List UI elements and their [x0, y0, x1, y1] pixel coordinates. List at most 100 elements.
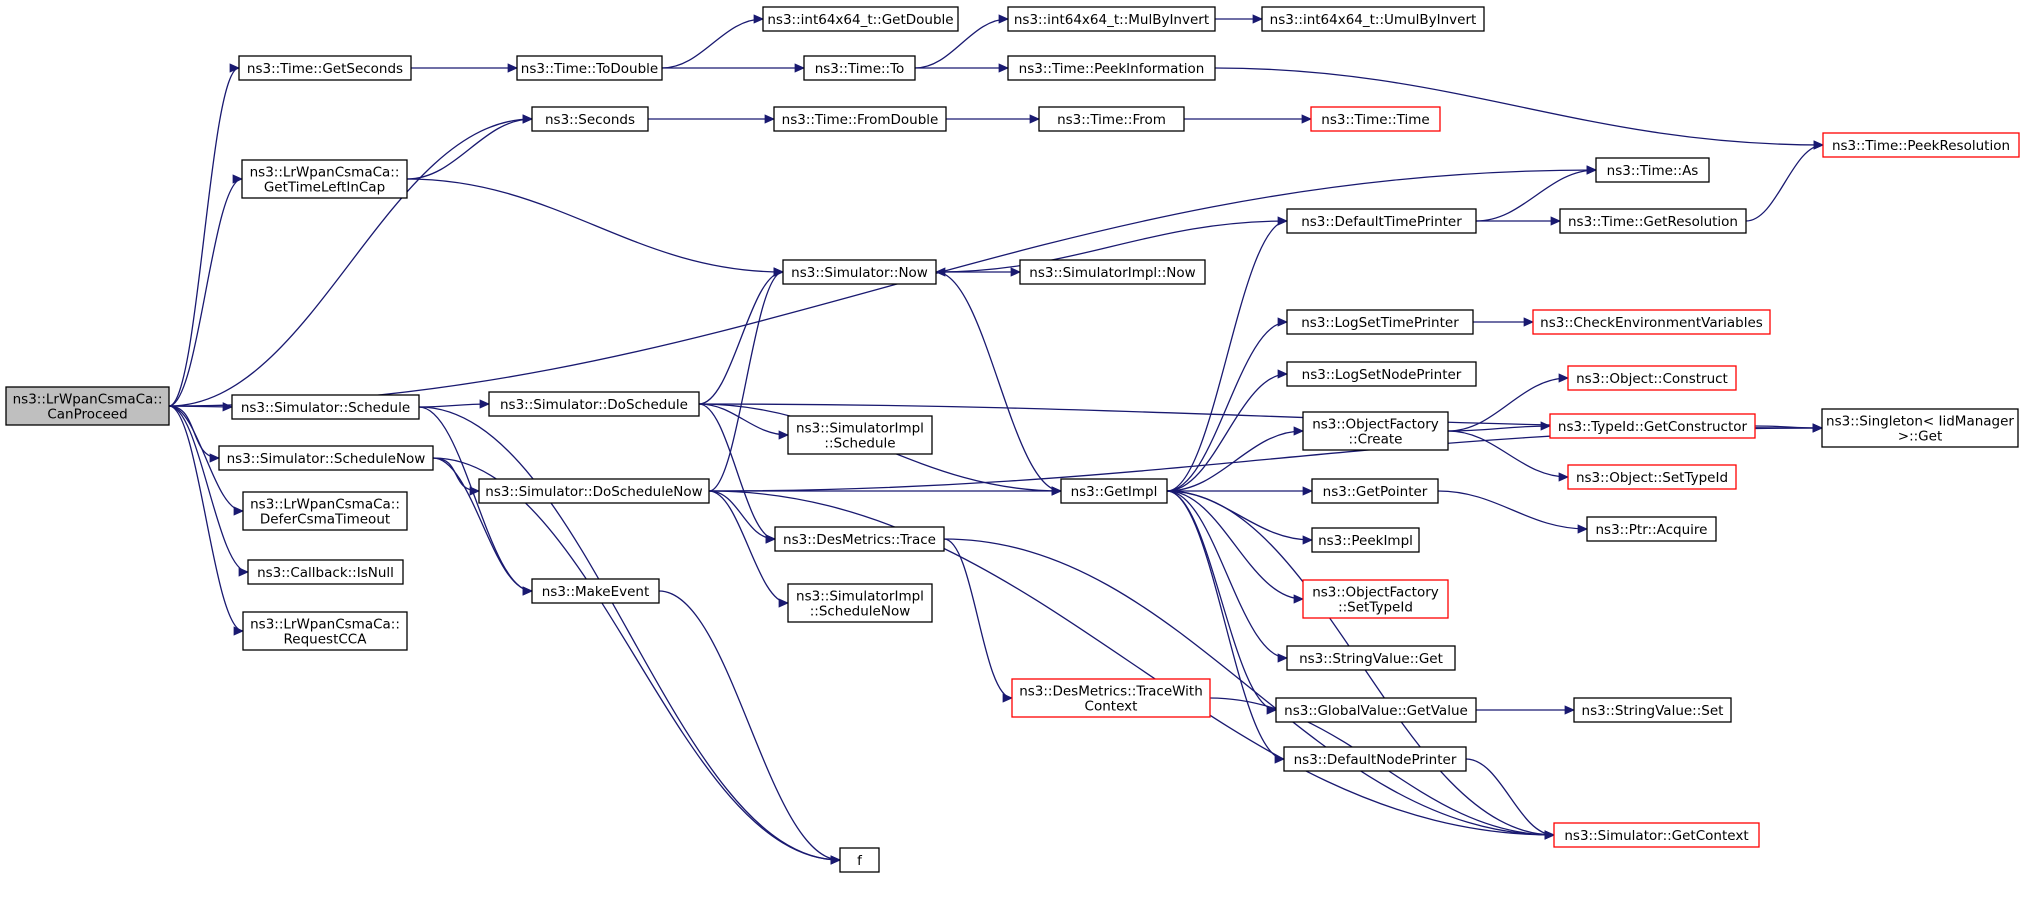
- graph-node-getdouble[interactable]: ns3::int64x64_t::GetDouble: [762, 6, 959, 32]
- graph-node-seconds[interactable]: ns3::Seconds: [531, 106, 649, 132]
- node-label: ns3::MakeEvent: [542, 584, 650, 600]
- call-edge-getconstructor-to-singletonget: [1754, 423, 1824, 433]
- node-label: ns3::Ptr::Acquire: [1596, 522, 1708, 538]
- graph-node-defaulttimeprinter[interactable]: ns3::DefaultTimePrinter: [1286, 208, 1477, 234]
- node-box: [531, 578, 660, 604]
- graph-node-fromdouble[interactable]: ns3::Time::FromDouble: [773, 106, 947, 132]
- graph-node-to[interactable]: ns3::Time::To: [803, 55, 916, 81]
- graph-node-from[interactable]: ns3::Time::From: [1038, 106, 1185, 132]
- call-edge-root-to-schedule: [168, 402, 234, 412]
- graph-node-objfactcreate[interactable]: ns3::ObjectFactory::Create: [1302, 411, 1449, 451]
- node-box: [1310, 106, 1441, 132]
- node-label: f: [857, 853, 863, 869]
- graph-node-todouble[interactable]: ns3::Time::ToDouble: [516, 55, 663, 81]
- graph-node-peekresolution[interactable]: ns3::Time::PeekResolution: [1822, 132, 2020, 158]
- node-box: [1553, 822, 1760, 848]
- graph-node-schedule[interactable]: ns3::Simulator::Schedule: [231, 394, 420, 420]
- graph-node-stringvalueset[interactable]: ns3::StringValue::Set: [1573, 697, 1732, 723]
- graph-node-defer[interactable]: ns3::LrWpanCsmaCa::DeferCsmaTimeout: [242, 491, 408, 531]
- node-box: [1038, 106, 1185, 132]
- node-label: ns3::StringValue::Get: [1299, 651, 1443, 667]
- edges-layer: [168, 14, 1825, 865]
- node-label: ns3::ObjectFactory: [1312, 585, 1439, 601]
- node-label: >::Get: [1898, 429, 1942, 445]
- graph-node-makeevent[interactable]: ns3::MakeEvent: [531, 578, 660, 604]
- node-box: [1567, 365, 1737, 391]
- graph-node-peekimpl[interactable]: ns3::PeekImpl: [1311, 527, 1420, 553]
- node-label: ns3::int64x64_t::MulByInvert: [1014, 12, 1209, 28]
- node-box: [1822, 132, 2020, 158]
- node-box: [1559, 208, 1747, 234]
- node-box: [1532, 309, 1771, 335]
- graph-node-schedulenow[interactable]: ns3::Simulator::ScheduleNow: [218, 445, 434, 471]
- graph-node-globalvaluegetvalue[interactable]: ns3::GlobalValue::GetValue: [1275, 697, 1477, 723]
- node-box: [241, 159, 408, 199]
- node-label: ns3::GetPointer: [1323, 484, 1428, 500]
- graph-node-doschedule[interactable]: ns3::Simulator::DoSchedule: [488, 391, 700, 417]
- graph-node-doschedulenow[interactable]: ns3::Simulator::DoScheduleNow: [478, 478, 710, 504]
- node-box: [488, 391, 700, 417]
- node-label: ns3::Object::Construct: [1576, 371, 1728, 387]
- node-label: ns3::DefaultNodePrinter: [1294, 752, 1457, 768]
- node-label: ns3::Simulator::DoScheduleNow: [485, 484, 702, 500]
- node-box: [803, 55, 916, 81]
- graph-node-implschedulenow[interactable]: ns3::SimulatorImpl::ScheduleNow: [787, 583, 933, 623]
- graph-node-getresolution[interactable]: ns3::Time::GetResolution: [1559, 208, 1747, 234]
- graph-node-objconstruct[interactable]: ns3::Object::Construct: [1567, 365, 1737, 391]
- node-box: [773, 106, 947, 132]
- node-label: ns3::DesMetrics::TraceWith: [1019, 684, 1203, 700]
- graph-node-objsettypeid[interactable]: ns3::Object::SetTypeId: [1567, 464, 1737, 490]
- node-label: ns3::Seconds: [545, 112, 635, 128]
- graph-node-timeas[interactable]: ns3::Time::As: [1595, 157, 1710, 183]
- graph-node-umulbyinvert[interactable]: ns3::int64x64_t::UmulByInvert: [1261, 6, 1485, 32]
- call-edge-objfactcreate-to-getconstructor: [1447, 421, 1552, 432]
- graph-node-peekinfo[interactable]: ns3::Time::PeekInformation: [1007, 55, 1216, 81]
- node-box: [1286, 361, 1477, 387]
- graph-node-getconstructor[interactable]: ns3::TypeId::GetConstructor: [1549, 413, 1756, 439]
- graph-node-gettimeleft[interactable]: ns3::LrWpanCsmaCa::GetTimeLeftInCap: [241, 159, 408, 199]
- node-box: [247, 559, 404, 585]
- graph-node-simnow[interactable]: ns3::Simulator::Now: [782, 259, 937, 285]
- call-edge-schedulenow-to-f: [432, 457, 842, 865]
- graph-node-root[interactable]: ns3::LrWpanCsmaCa::CanProceed: [5, 386, 170, 426]
- node-box: [1261, 6, 1485, 32]
- graph-node-mulbyinvert[interactable]: ns3::int64x64_t::MulByInvert: [1007, 6, 1216, 32]
- call-edge-root-to-getseconds: [168, 63, 241, 407]
- call-edge-root-to-timeas: [168, 165, 1598, 407]
- graph-node-getimpl[interactable]: ns3::GetImpl: [1060, 478, 1168, 504]
- graph-node-checkenv[interactable]: ns3::CheckEnvironmentVariables: [1532, 309, 1771, 335]
- node-label: ns3::Singleton< IidManager: [1826, 414, 2014, 430]
- graph-node-defaultnodeprinter[interactable]: ns3::DefaultNodePrinter: [1283, 746, 1467, 772]
- graph-node-requestcca[interactable]: ns3::LrWpanCsmaCa::RequestCCA: [242, 611, 408, 651]
- graph-node-f[interactable]: f: [839, 847, 880, 873]
- graph-node-ptracquire[interactable]: ns3::Ptr::Acquire: [1586, 516, 1717, 542]
- graph-node-getpointer[interactable]: ns3::GetPointer: [1311, 478, 1439, 504]
- graph-node-destrace[interactable]: ns3::DesMetrics::Trace: [774, 526, 945, 552]
- node-box: [1275, 697, 1477, 723]
- graph-node-logsettimeprinter[interactable]: ns3::LogSetTimePrinter: [1286, 309, 1474, 335]
- graph-node-objfactsettypeid[interactable]: ns3::ObjectFactory::SetTypeId: [1302, 579, 1449, 619]
- call-edge-root-to-isnull: [168, 405, 250, 577]
- graph-node-singletonget[interactable]: ns3::Singleton< IidManager>::Get: [1821, 408, 2019, 448]
- graph-node-getcontext[interactable]: ns3::Simulator::GetContext: [1553, 822, 1760, 848]
- node-label: ns3::Simulator::GetContext: [1564, 828, 1748, 844]
- node-box: [1007, 55, 1216, 81]
- graph-node-stringvalueget[interactable]: ns3::StringValue::Get: [1286, 645, 1456, 671]
- graph-node-implnow[interactable]: ns3::SimulatorImpl::Now: [1019, 259, 1206, 285]
- graph-node-implschedule[interactable]: ns3::SimulatorImpl::Schedule: [787, 415, 933, 455]
- node-box: [774, 526, 945, 552]
- node-box: [1007, 6, 1216, 32]
- graph-node-isnull[interactable]: ns3::Callback::IsNull: [247, 559, 404, 585]
- graph-node-logsetnodeprinter[interactable]: ns3::LogSetNodePrinter: [1286, 361, 1477, 387]
- node-box: [782, 259, 937, 285]
- node-label: ns3::Callback::IsNull: [257, 565, 394, 581]
- node-label: Context: [1085, 699, 1138, 715]
- graph-node-getseconds[interactable]: ns3::Time::GetSeconds: [238, 55, 412, 81]
- call-edge-doschedule-to-destrace: [698, 403, 777, 544]
- node-label: ns3::Object::SetTypeId: [1576, 470, 1728, 486]
- call-edge-doschedulenow-to-getcontext: [708, 490, 1556, 840]
- graph-node-timetime[interactable]: ns3::Time::Time: [1310, 106, 1441, 132]
- node-box: [516, 55, 663, 81]
